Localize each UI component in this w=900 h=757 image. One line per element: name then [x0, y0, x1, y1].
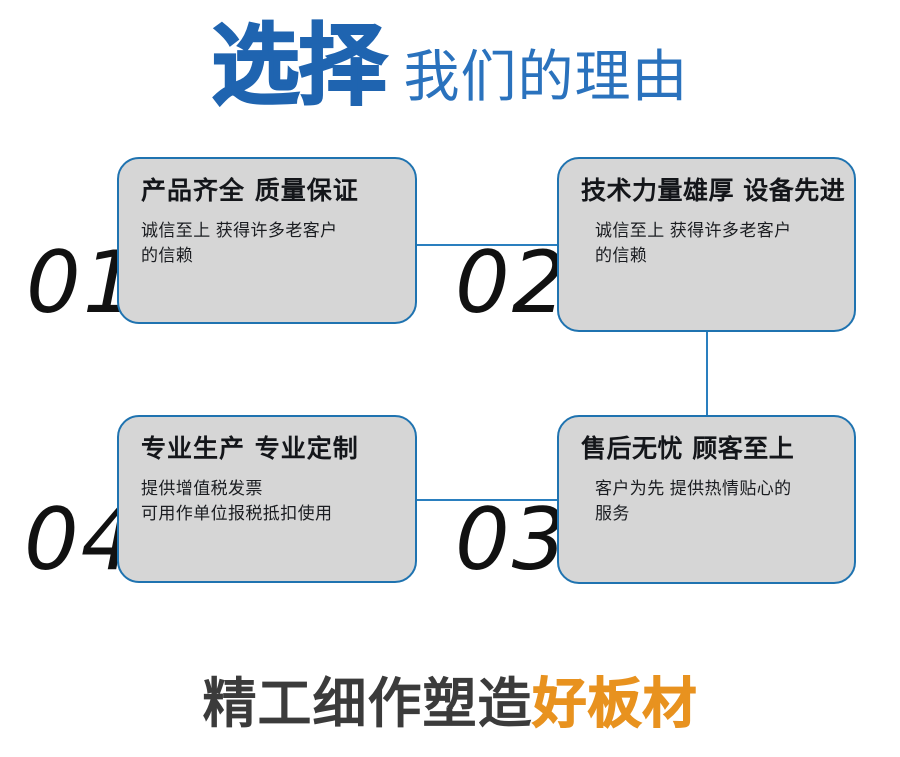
page-header: 选择 我们的理由 — [0, 14, 900, 132]
reason-card-body-line: 服务 — [595, 504, 630, 524]
reason-card-body: 诚信至上 获得许多老客户 的信赖 — [581, 218, 838, 269]
reason-card-body-line: 提供增值税发票 — [141, 478, 263, 498]
header-title-strong: 选择 — [210, 14, 387, 117]
reason-card-body: 客户为先 提供热情贴心的 服务 — [581, 476, 838, 527]
reason-card-body-line: 的信赖 — [595, 246, 648, 266]
step-number-02: 02 — [455, 233, 569, 333]
footer-text-dark: 精工细作塑造 — [202, 672, 533, 735]
step-number-04: 04 — [24, 490, 138, 590]
reason-card-02: 技术力量雄厚 设备先进 诚信至上 获得许多老客户 的信赖 — [557, 157, 856, 332]
reason-card-03: 售后无忧 顾客至上 客户为先 提供热情贴心的 服务 — [557, 415, 856, 584]
reason-card-04: 专业生产 专业定制 提供增值税发票 可用作单位报税抵扣使用 — [117, 415, 417, 583]
reason-card-title: 产品齐全 质量保证 — [141, 176, 359, 205]
connector-02-to-03 — [706, 330, 708, 416]
reason-card-body-line: 的信赖 — [141, 246, 194, 266]
reason-card-body-line: 可用作单位报税抵扣使用 — [141, 504, 333, 524]
reason-card-body: 提供增值税发票 可用作单位报税抵扣使用 — [141, 476, 399, 527]
reason-card-body-line: 诚信至上 获得许多老客户 — [141, 220, 338, 240]
reason-card-01: 产品齐全 质量保证 诚信至上 获得许多老客户 的信赖 — [117, 157, 417, 324]
reason-card-body-line: 客户为先 提供热情贴心的 — [595, 478, 792, 498]
reason-card-title: 售后无忧 顾客至上 — [581, 434, 795, 463]
reason-card-body: 诚信至上 获得许多老客户 的信赖 — [141, 218, 399, 269]
connector-01-to-02 — [416, 244, 558, 246]
reason-card-title: 专业生产 专业定制 — [141, 434, 359, 463]
step-number-03: 03 — [455, 490, 569, 590]
reason-card-title: 技术力量雄厚 设备先进 — [581, 176, 846, 205]
connector-04-to-03 — [416, 499, 558, 501]
page-footer: 精工细作塑造 好板材 — [0, 668, 900, 740]
reason-card-body-line: 诚信至上 获得许多老客户 — [595, 220, 792, 240]
header-title-light: 我们的理由 — [403, 45, 689, 108]
footer-text-accent: 好板材 — [532, 672, 698, 735]
